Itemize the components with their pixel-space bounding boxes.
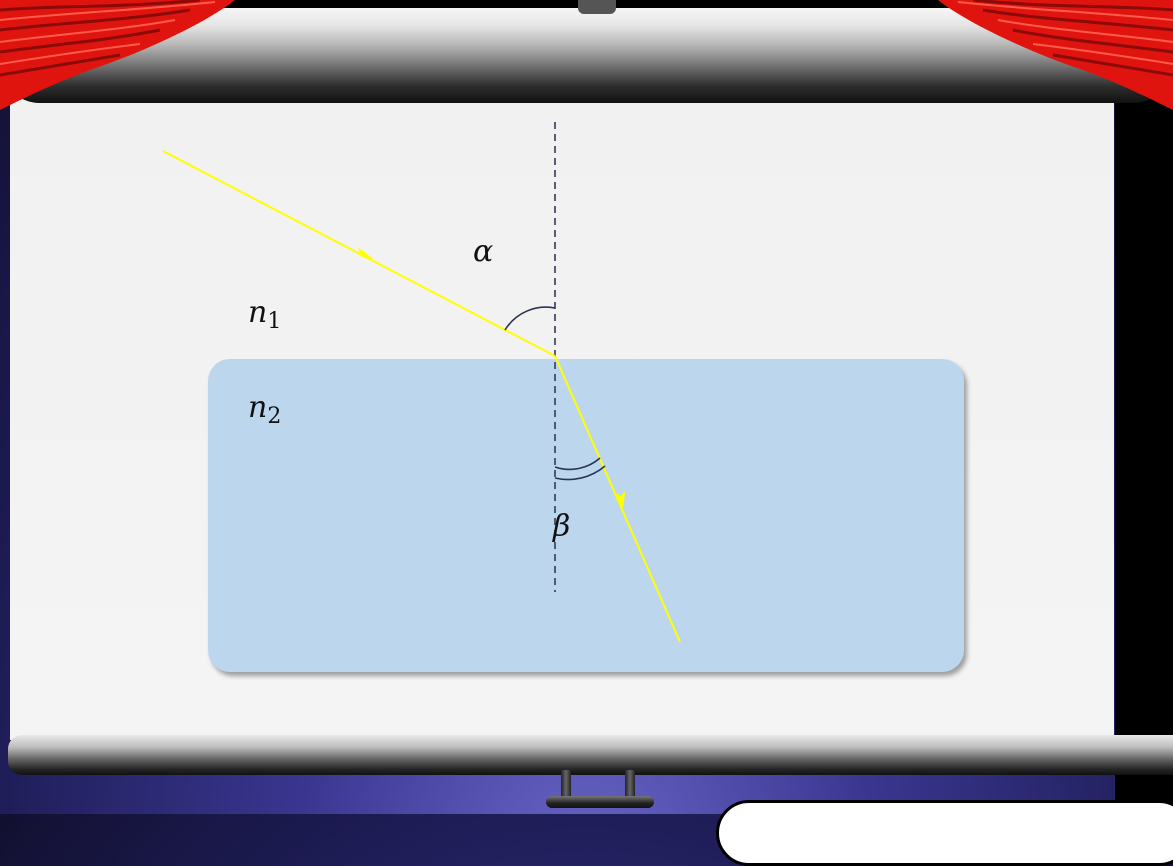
second-medium-block (208, 359, 964, 672)
refracted-ray (554, 355, 681, 643)
incident-ray (162, 150, 556, 357)
curtain-left (0, 0, 235, 110)
pull-handle[interactable] (546, 796, 654, 808)
refracted-ray-arrowhead (616, 491, 626, 509)
backdrop-right (1115, 0, 1173, 814)
refraction-diagram (162, 122, 681, 643)
alpha-label: α (473, 234, 494, 269)
roller-hook (578, 0, 616, 14)
n2-label: n2 (248, 390, 282, 429)
callout-box (716, 800, 1173, 866)
pull-handle-right-post (625, 770, 635, 800)
pull-handle-left-post (561, 770, 571, 800)
curtain-right (938, 0, 1173, 110)
beta-angle-arc-inner (554, 457, 601, 471)
screen-bottom-roller (8, 735, 1173, 775)
n1-label: n1 (248, 295, 282, 334)
beta-angle-arc-outer (554, 465, 606, 481)
beta-label: β (553, 509, 571, 544)
incident-ray-arrowhead (358, 247, 373, 260)
alpha-angle-arc (504, 306, 556, 331)
